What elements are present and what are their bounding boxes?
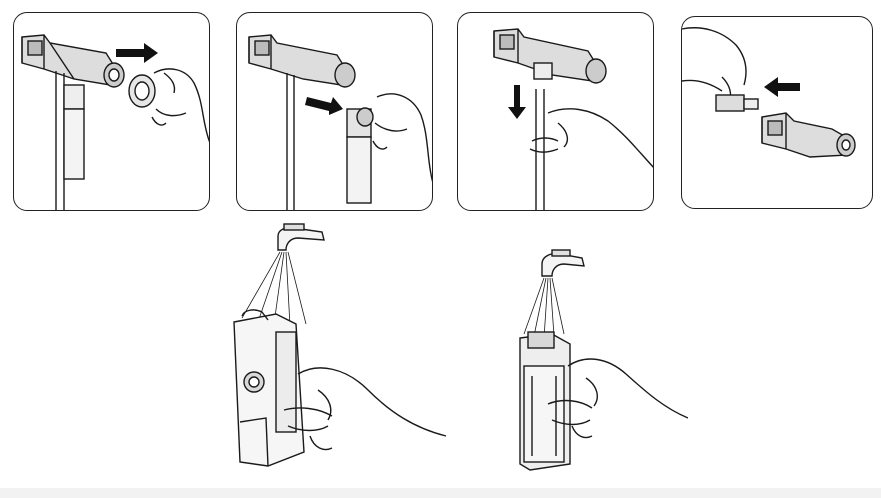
cap-in-hand-illustration <box>128 68 209 143</box>
water-spray-illustration <box>241 251 307 327</box>
hand-illustration <box>283 367 447 451</box>
step-3-remove-tube-panel <box>457 12 654 211</box>
step-1-remove-cap-panel <box>13 12 210 211</box>
pump-body-illustration <box>248 34 356 210</box>
faucet-icon <box>277 223 325 251</box>
step-5-rinse-housing-illustration <box>214 222 454 486</box>
down-arrow-icon <box>508 85 526 119</box>
bottom-edge-strip <box>0 488 881 498</box>
pump-body-illustration <box>21 34 125 210</box>
right-arrow-icon <box>305 97 343 115</box>
filter-housing-in-hand-illustration <box>346 93 432 204</box>
filter-cartridge-illustration <box>519 331 571 471</box>
water-spray-illustration <box>523 277 565 339</box>
pump-body-illustration <box>493 28 607 84</box>
step-4-reattach-panel <box>681 16 873 209</box>
hand-illustration <box>547 358 688 439</box>
faucet-icon <box>541 249 585 277</box>
right-arrow-icon <box>116 43 158 63</box>
left-arrow-icon <box>764 77 800 97</box>
hand-with-part-illustration <box>682 27 759 112</box>
pump-body-illustration <box>761 112 856 158</box>
step-2-pull-housing-panel <box>236 12 433 211</box>
filter-housing-illustration <box>233 309 305 467</box>
step-6-rinse-filter-illustration <box>508 246 688 478</box>
tube-in-hand-illustration <box>529 89 653 210</box>
